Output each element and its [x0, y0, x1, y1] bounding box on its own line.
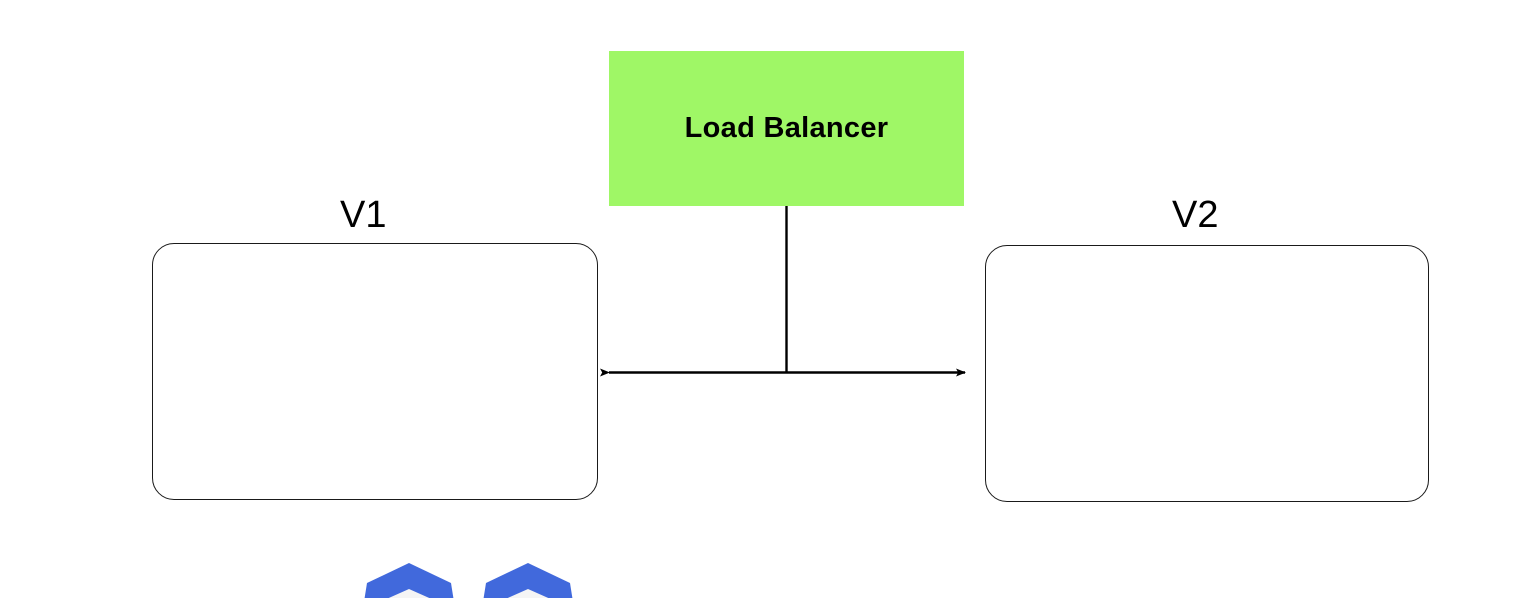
group-title-v1: V1: [340, 194, 387, 236]
pod-v1-1[interactable]: pod: [358, 561, 460, 598]
group-box-v1[interactable]: pod pod: [152, 243, 598, 598]
cube-icon: [507, 589, 549, 598]
kubernetes-heptagon-icon: [483, 563, 573, 598]
group-title-v2: V2: [1172, 194, 1219, 236]
kubernetes-heptagon-icon: [364, 563, 454, 598]
load-balancer-label: Load Balancer: [684, 112, 889, 144]
group-box-v2[interactable]: pod: [985, 245, 1429, 502]
pod-v1-2[interactable]: pod: [477, 561, 579, 598]
cube-icon: [388, 589, 430, 598]
load-balancer-node[interactable]: Load Balancer: [609, 51, 964, 206]
